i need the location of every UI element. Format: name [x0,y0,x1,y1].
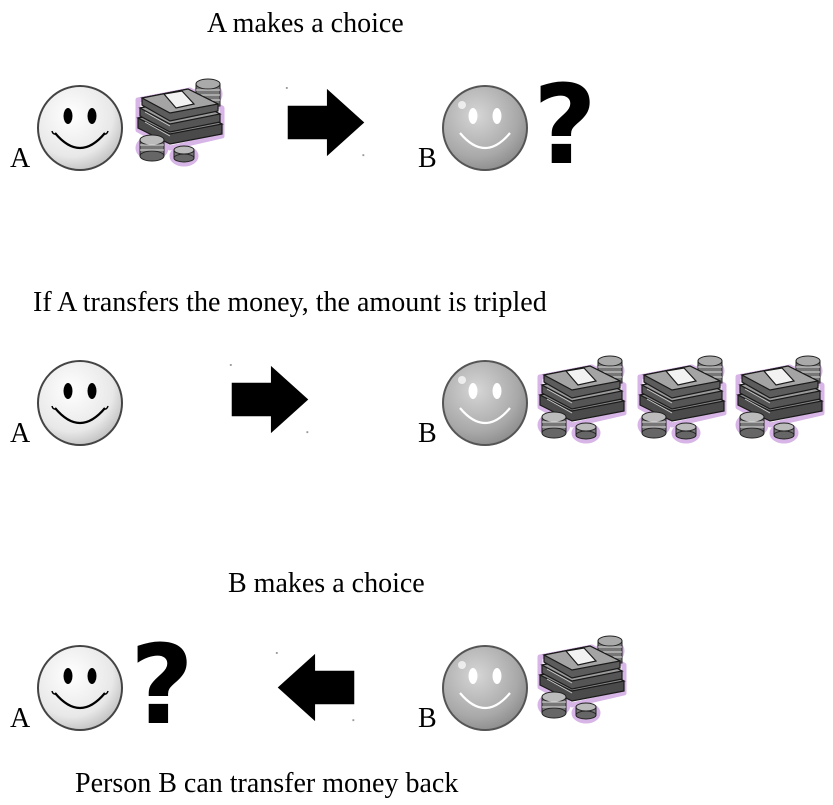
arrow-right-icon [228,362,312,437]
arrow-left-icon [274,650,358,725]
money-stack-icon [532,635,632,725]
smiley-face-icon [440,83,530,173]
smiley-face-icon [35,83,125,173]
smiley-face-icon [35,643,125,733]
money-stack-icon [632,355,732,445]
person-a-label: A [10,703,31,734]
step-2-caption: If A transfers the money, the amount is … [33,287,547,318]
step-3-caption: B makes a choice [228,568,425,599]
person-b-label: B [418,143,437,174]
question-mark-icon: ? [533,61,597,189]
person-a-label: A [10,143,31,174]
question-mark-icon: ? [130,621,194,749]
money-stack-icon [730,355,830,445]
money-stack-icon [130,78,230,168]
person-b-label: B [418,418,437,449]
money-stack-icon [532,355,632,445]
step-1-caption: A makes a choice [207,8,404,39]
footer-caption: Person B can transfer money back [75,768,459,799]
person-b-label: B [418,703,437,734]
smiley-face-icon [440,358,530,448]
smiley-face-icon [35,358,125,448]
smiley-face-icon [440,643,530,733]
person-a-label: A [10,418,31,449]
arrow-right-icon [284,85,368,160]
